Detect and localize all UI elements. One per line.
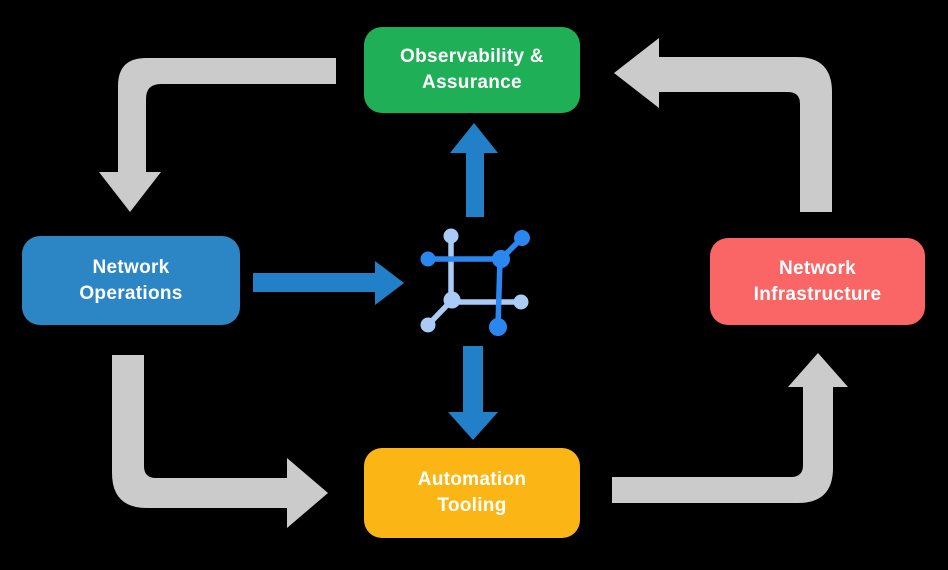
- node-infrastructure-label: Network Infrastructure: [753, 257, 882, 305]
- arrow-center-to-tooling-icon: [448, 346, 498, 440]
- arrow-center-to-observability-icon: [450, 123, 498, 217]
- node-network-operations: Network Operations: [22, 236, 240, 325]
- network-icon-bright-nodes: [420, 230, 530, 336]
- arrow-operations-to-tooling-icon: [112, 355, 328, 528]
- node-network-infrastructure: Network Infrastructure: [710, 238, 925, 325]
- arrow-observability-to-operations-icon: [99, 58, 336, 212]
- node-observability-assurance: Observability & Assurance: [364, 27, 580, 113]
- arrow-tooling-to-infrastructure-icon: [612, 353, 848, 503]
- network-icon-light-nodes: [420, 228, 529, 333]
- arrow-infrastructure-to-observability-icon: [614, 38, 832, 212]
- node-tooling-label: Automation Tooling: [417, 469, 527, 516]
- node-automation-tooling: Automation Tooling: [364, 448, 580, 538]
- node-observability-label: Observability & Assurance: [400, 46, 544, 93]
- node-operations-label: Network Operations: [79, 256, 183, 304]
- network-topology-icon: [420, 228, 530, 336]
- network-icon-light-links: [426, 233, 523, 327]
- arrow-operations-to-center-icon: [253, 261, 404, 305]
